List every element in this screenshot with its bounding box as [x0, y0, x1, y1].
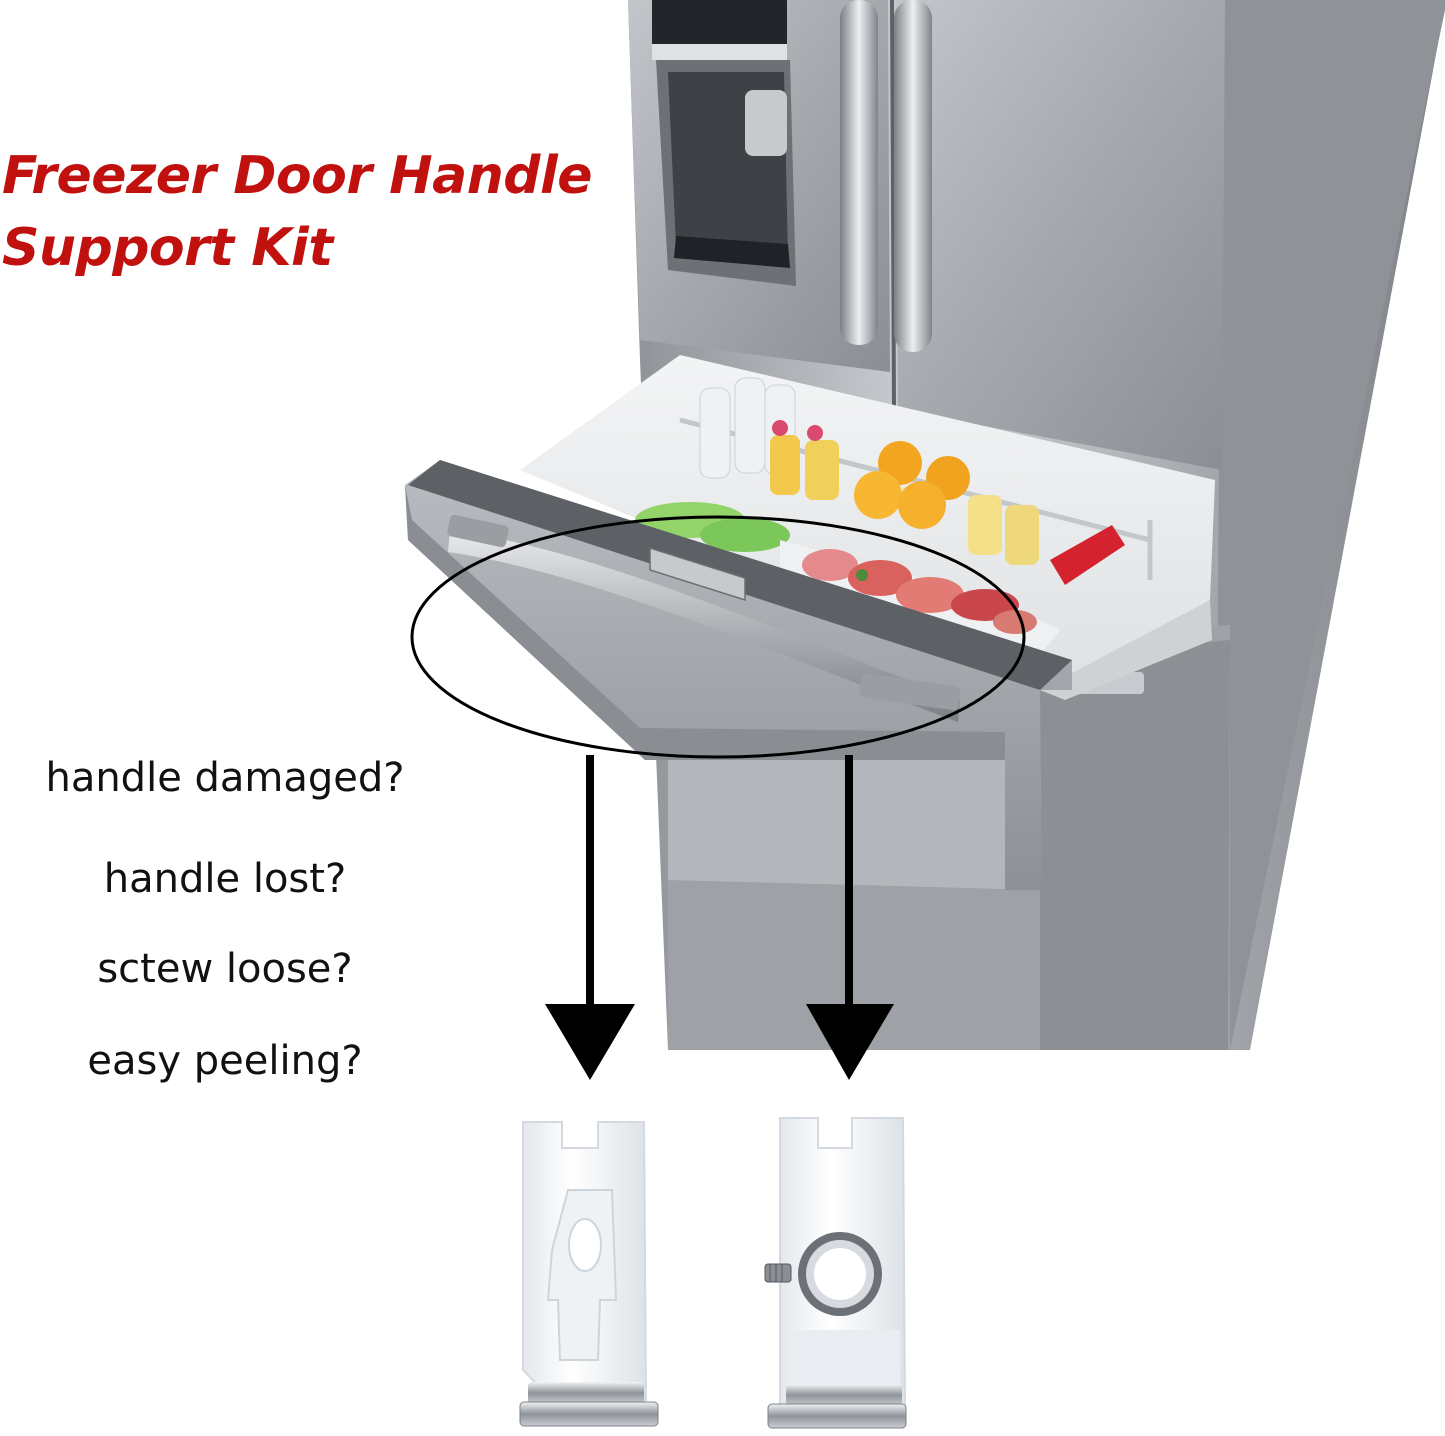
- right-fridge-door: [896, 0, 1225, 470]
- page-title: Freezer Door Handle Support Kit: [2, 140, 593, 284]
- left-door-handle: [840, 0, 878, 345]
- highlight-ellipse: [410, 515, 1026, 759]
- open-freezer-drawer: [405, 355, 1215, 890]
- support-bracket-back: [519, 1121, 659, 1427]
- drawer-contents: [635, 377, 1125, 655]
- refrigerator: [628, 0, 1445, 1050]
- control-panel: [652, 0, 787, 44]
- down-arrow-icon: [806, 755, 894, 1080]
- down-arrow-icon: [545, 755, 635, 1080]
- question-easy-peeling: easy peeling?: [87, 1038, 363, 1084]
- question-handle-lost: handle lost?: [103, 856, 347, 902]
- title-line-1: Freezer Door Handle: [2, 146, 593, 206]
- question-handle-damaged: handle damaged?: [45, 755, 405, 801]
- right-door-handle: [894, 0, 932, 352]
- support-bracket-front: [764, 1117, 907, 1429]
- title-line-2: Support Kit: [2, 218, 333, 278]
- drawer-handle: [448, 530, 960, 722]
- question-screw-loose: sctew loose?: [97, 946, 353, 992]
- drawer-display: [649, 546, 746, 602]
